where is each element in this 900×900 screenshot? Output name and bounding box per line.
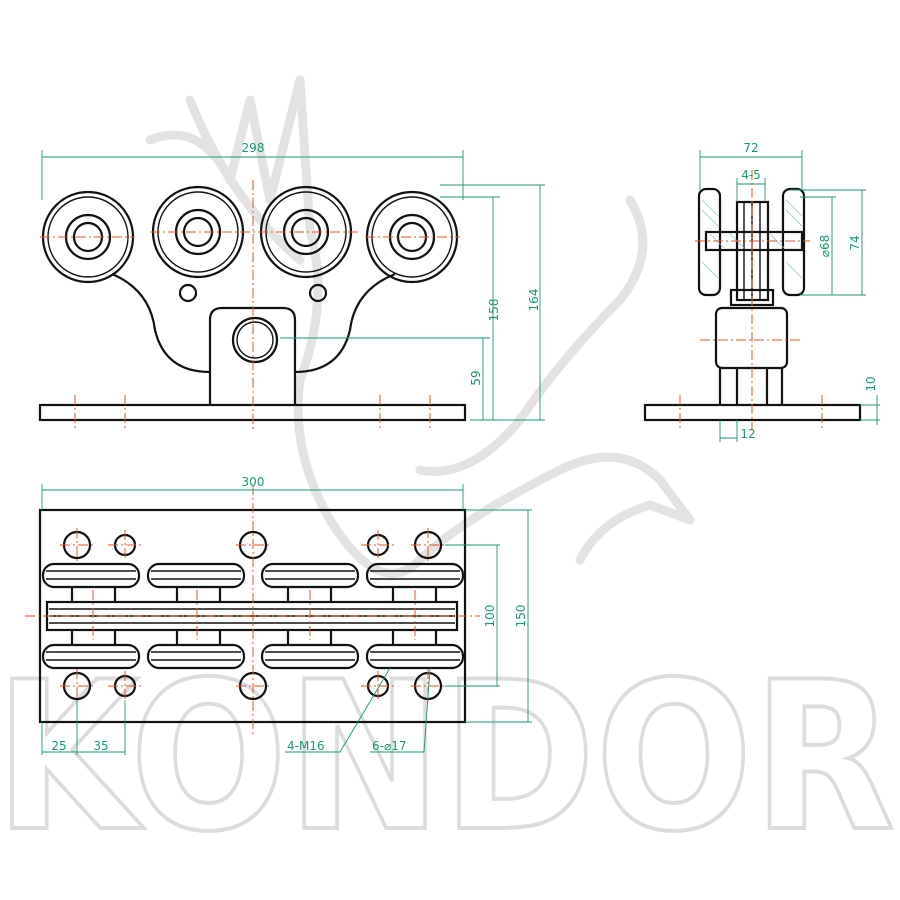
top-view: 300 100 150 25 35 4-M16 6-⌀17 xyxy=(25,475,532,755)
dim-10: 10 xyxy=(864,376,878,391)
side-view: 72 4-5 ⌀68 74 10 12 xyxy=(643,141,880,442)
front-dimensions: 298 158 164 59 xyxy=(41,141,545,421)
dim-35: 35 xyxy=(93,739,108,753)
top-dimensions: 300 100 150 25 35 4-M16 6-⌀17 xyxy=(41,475,532,755)
callout-4-m16: 4-M16 xyxy=(287,739,325,753)
left-wheel-section xyxy=(697,187,722,297)
dim-59: 59 xyxy=(469,370,483,385)
dim-164: 164 xyxy=(527,289,541,312)
dim-158: 158 xyxy=(487,299,501,322)
body-outline xyxy=(111,272,396,374)
axle xyxy=(704,230,804,252)
dim-4-5: 4-5 xyxy=(741,168,761,182)
dim-298: 298 xyxy=(242,141,265,155)
dim-12: 12 xyxy=(740,427,755,441)
dim-72: 72 xyxy=(743,141,758,155)
wheel-slots xyxy=(41,562,465,670)
kondor-watermark: KONDOR xyxy=(0,639,895,877)
front-view: 298 158 164 59 xyxy=(38,141,545,430)
dim-300: 300 xyxy=(242,475,265,489)
dim-d68: ⌀68 xyxy=(818,235,832,258)
side-dimensions: 72 4-5 ⌀68 74 10 12 xyxy=(699,141,880,442)
right-wheel-section xyxy=(781,187,806,297)
dim-25: 25 xyxy=(51,739,66,753)
dim-150: 150 xyxy=(514,605,528,628)
eagle-watermark xyxy=(145,75,695,578)
dim-74: 74 xyxy=(848,235,862,250)
dim-100: 100 xyxy=(483,605,497,628)
callout-6-d17: 6-⌀17 xyxy=(372,739,406,753)
